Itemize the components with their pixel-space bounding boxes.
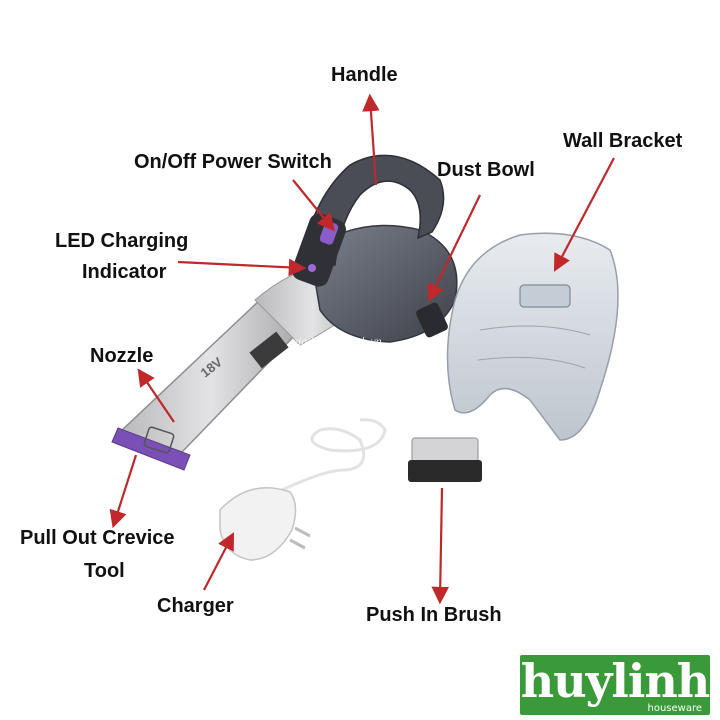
brush-head: [412, 438, 478, 462]
label-led-line1: LED Charging: [55, 226, 188, 256]
arrow-charger: [204, 536, 232, 590]
label-crevice-line1: Pull Out Crevice: [20, 523, 175, 553]
charger: [220, 420, 385, 560]
label-led-line2: Indicator: [82, 257, 166, 287]
arrow-brush: [440, 488, 442, 600]
brand-tagline: houseware: [647, 703, 702, 714]
label-handle: Handle: [331, 60, 398, 90]
charger-prong-1: [295, 528, 310, 536]
label-push-brush: Push In Brush: [366, 600, 502, 630]
push-in-brush: [408, 438, 482, 482]
led-indicator-light: [308, 264, 316, 272]
wall-bracket-shell: [448, 233, 619, 440]
handheld-vacuum: 18V: [112, 155, 457, 470]
label-wall-bracket: Wall Bracket: [563, 126, 682, 156]
bracket-slot: [520, 285, 570, 307]
brand-name: huylinh: [520, 653, 710, 709]
brand-logo: huylinh houseware: [520, 655, 710, 715]
label-crevice-line2: Tool: [84, 556, 125, 586]
label-nozzle: Nozzle: [90, 341, 153, 371]
watermark-site: giadunghuylinh.vn: [292, 334, 382, 349]
label-charger: Charger: [157, 591, 234, 621]
charger-cable: [262, 420, 385, 500]
brush-bristles: [408, 460, 482, 482]
arrow-led: [178, 262, 302, 268]
arrow-crevice: [114, 455, 136, 524]
watermark-phone: 0934.633.847 (zalo): [290, 370, 395, 386]
wall-bracket: [448, 233, 619, 440]
label-dust-bowl: Dust Bowl: [437, 155, 535, 185]
label-power-switch: On/Off Power Switch: [134, 147, 332, 177]
charger-prong-2: [290, 540, 305, 548]
charger-body: [220, 488, 296, 560]
